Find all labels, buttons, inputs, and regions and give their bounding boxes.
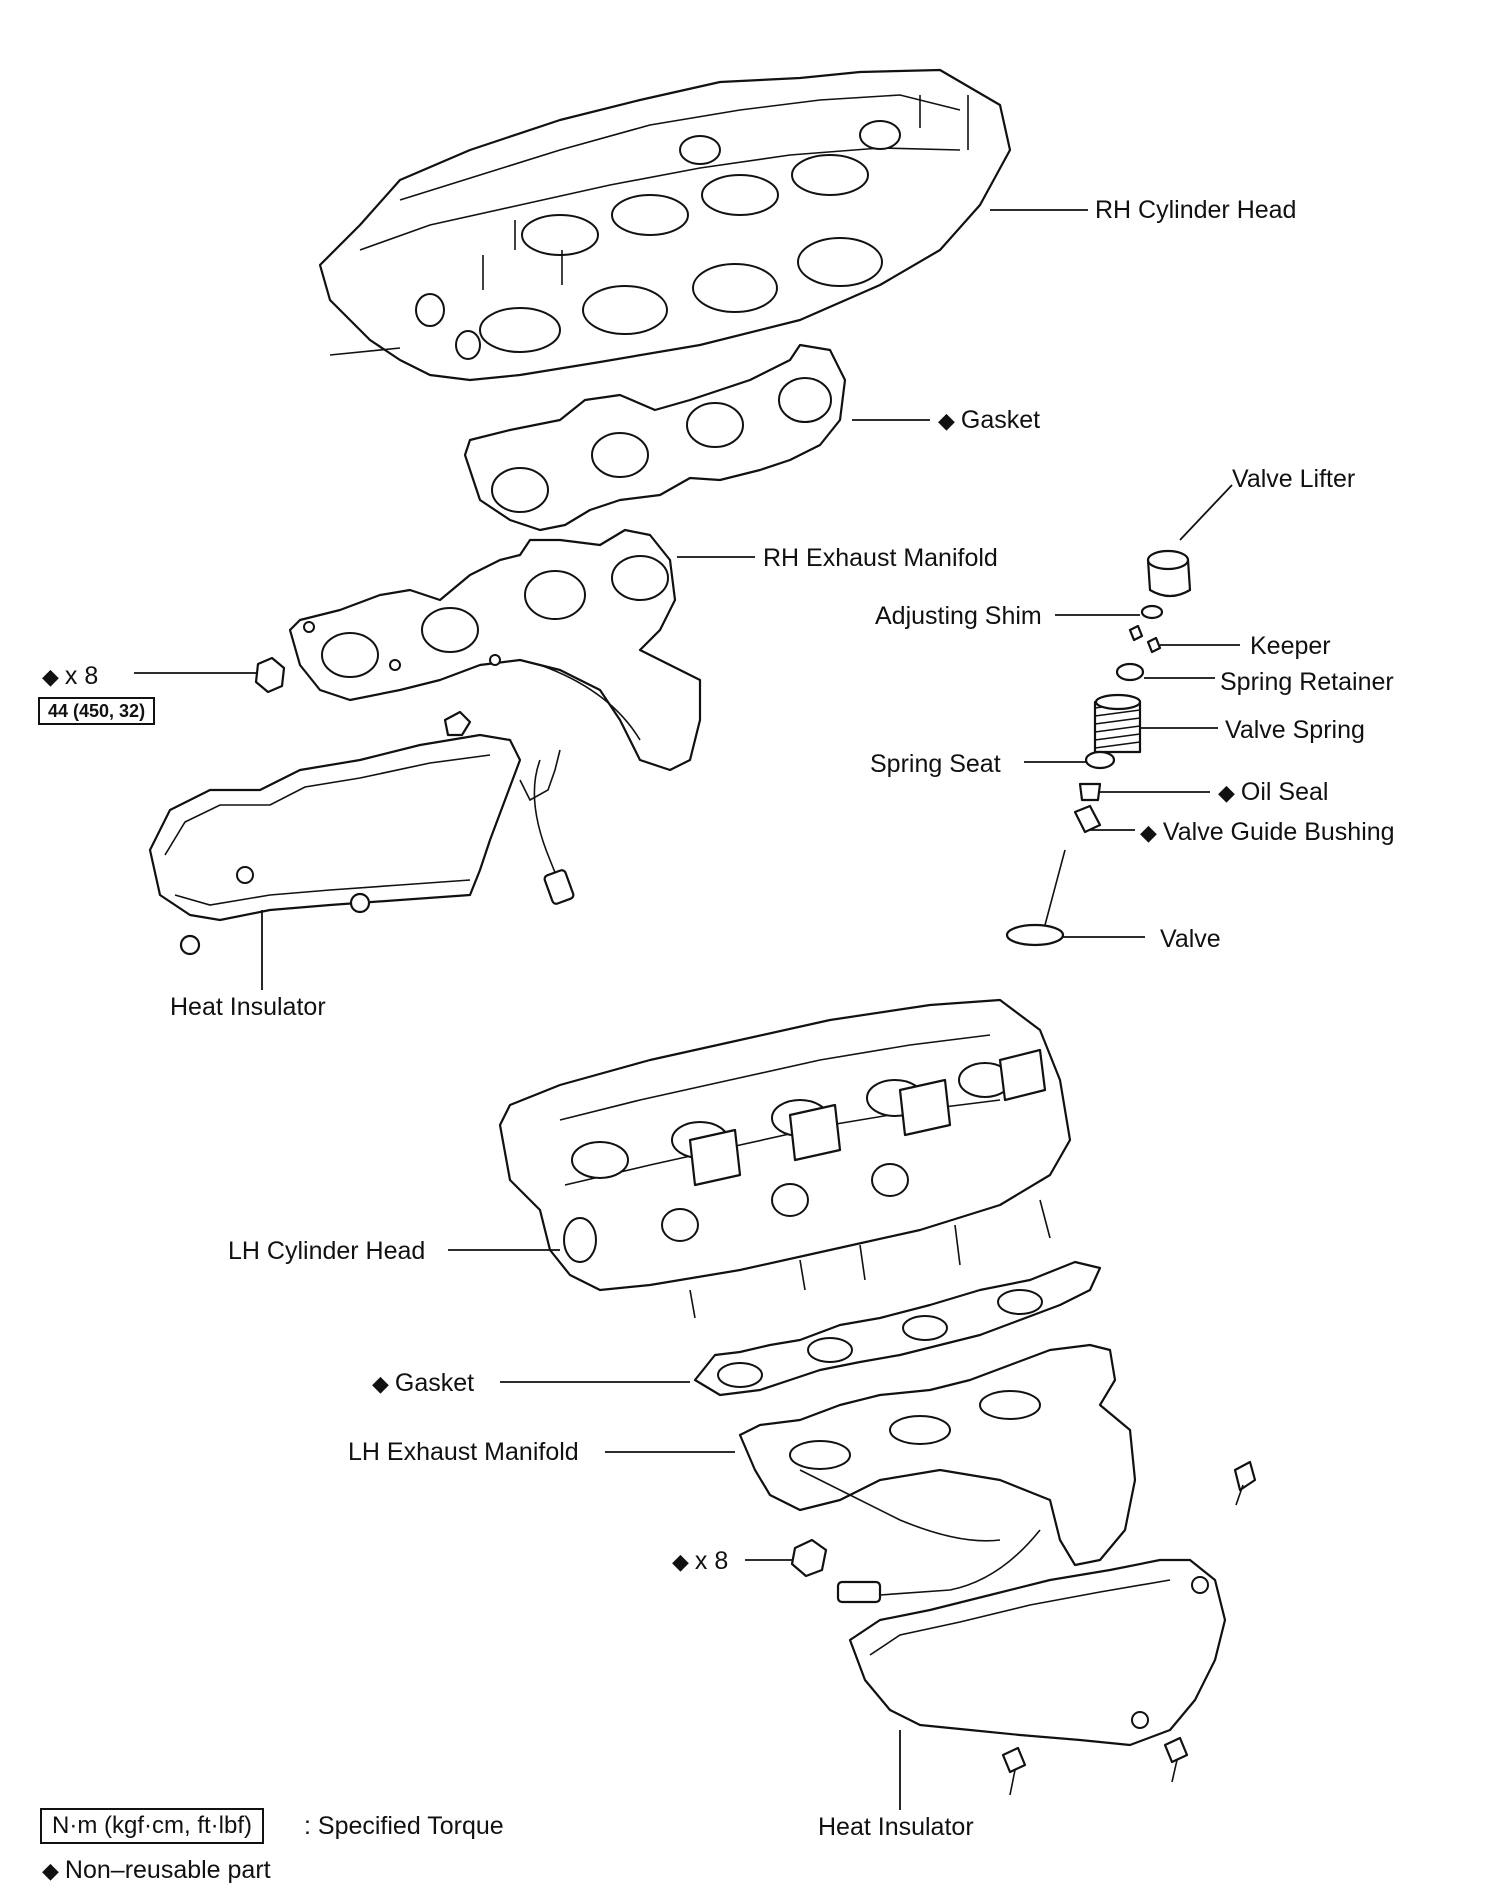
legend-torque-desc: : Specified Torque: [304, 1812, 504, 1840]
label-keeper: Keeper: [1250, 632, 1331, 660]
non-reusable-icon: ◆: [372, 1371, 389, 1396]
label-rh-nut-qty: ◆x 8: [42, 662, 99, 690]
label-rh-exhaust-manifold: RH Exhaust Manifold: [763, 544, 998, 572]
rh-torque-spec: 44 (450, 32): [38, 697, 156, 725]
legend-non-reusable: ◆Non–reusable part: [42, 1856, 271, 1884]
non-reusable-icon: ◆: [1218, 780, 1235, 805]
lh-exhaust-manifold-drawing: [605, 1343, 1257, 1604]
valve-assembly-drawing: [1005, 484, 1240, 947]
non-reusable-icon: ◆: [42, 1858, 59, 1883]
label-adjusting-shim: Adjusting Shim: [875, 602, 1042, 630]
rh-heat-insulator-drawing: [148, 710, 522, 990]
non-reusable-icon: ◆: [42, 664, 59, 689]
lh-gasket-drawing: [500, 1260, 1102, 1397]
label-lh-nut-qty: ◆x 8: [672, 1547, 729, 1575]
label-valve: Valve: [1160, 925, 1221, 953]
label-spring-retainer: Spring Retainer: [1220, 668, 1394, 696]
label-lh-gasket: ◆Gasket: [372, 1369, 475, 1397]
label-rh-cylinder-head: RH Cylinder Head: [1095, 196, 1297, 224]
rh-exhaust-manifold-drawing: [134, 528, 755, 905]
rh-gasket-drawing: [463, 343, 930, 532]
label-lh-exhaust-manifold: LH Exhaust Manifold: [348, 1438, 579, 1466]
label-oil-seal: ◆Oil Seal: [1218, 778, 1329, 806]
lh-cylinder-head-drawing: [448, 998, 1072, 1319]
label-valve-spring: Valve Spring: [1225, 716, 1365, 744]
label-lh-cylinder-head: LH Cylinder Head: [228, 1237, 426, 1265]
rh-cylinder-head-drawing: [318, 68, 1088, 382]
lh-heat-insulator-drawing: [848, 1558, 1227, 1810]
non-reusable-icon: ◆: [672, 1549, 689, 1574]
label-valve-guide-bushing: ◆Valve Guide Bushing: [1140, 818, 1395, 846]
label-spring-seat: Spring Seat: [870, 750, 1001, 778]
label-rh-heat-insulator: Heat Insulator: [170, 993, 326, 1021]
non-reusable-icon: ◆: [938, 408, 955, 433]
label-rh-gasket: ◆Gasket: [938, 406, 1041, 434]
non-reusable-icon: ◆: [1140, 820, 1157, 845]
label-lh-heat-insulator: Heat Insulator: [818, 1813, 974, 1841]
label-valve-lifter: Valve Lifter: [1232, 465, 1356, 493]
legend-torque-unit: N·m (kgf·cm, ft·lbf): [40, 1808, 264, 1844]
